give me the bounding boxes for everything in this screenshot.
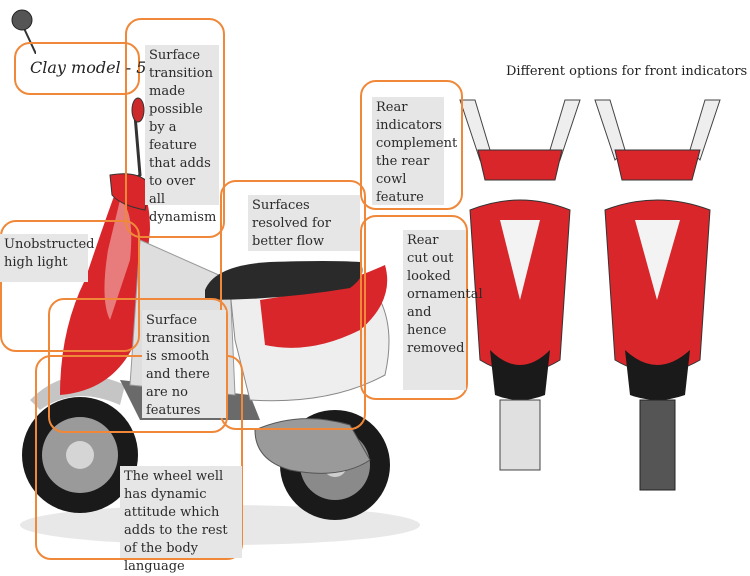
outline-rear-cut-out	[360, 215, 468, 400]
note-surface-transition-top: Surface transition made possible by a fe…	[145, 45, 219, 225]
mirror	[131, 97, 145, 123]
headlamp-cowl	[109, 173, 151, 211]
pushpin-icon	[11, 9, 36, 54]
seat	[205, 261, 363, 300]
note-wheel-well: The wheel well has dynamic attitude whic…	[120, 466, 242, 574]
page-title: Clay model - 5	[30, 58, 147, 77]
note-unobstructed: Unobstructed high light	[0, 234, 94, 282]
outline-wheel-well	[35, 355, 243, 560]
front-view-option-2	[594, 99, 721, 491]
engine-casing	[254, 418, 371, 474]
outline-title	[14, 42, 140, 95]
scooter-illustration	[20, 97, 721, 545]
front-view-option-1	[459, 99, 581, 471]
note-rear-indicators: Rear indicators complement the rear cowl…	[372, 97, 457, 205]
note-surface-transition-smooth: Surface transition is smooth and there a…	[142, 310, 226, 418]
front-indicators-caption: Different options for front indicators	[506, 64, 748, 79]
outline-unobstructed	[0, 220, 140, 352]
rear-body-red	[260, 265, 388, 348]
outline-rear-indicators	[360, 80, 463, 210]
front-fender	[30, 375, 125, 410]
note-surfaces-resolved: Surfaces resolved for better flow	[248, 195, 360, 251]
outline-surface-transition-top	[125, 18, 225, 238]
note-rear-cut-out: Rear cut out looked ornamental and hence…	[403, 230, 483, 390]
